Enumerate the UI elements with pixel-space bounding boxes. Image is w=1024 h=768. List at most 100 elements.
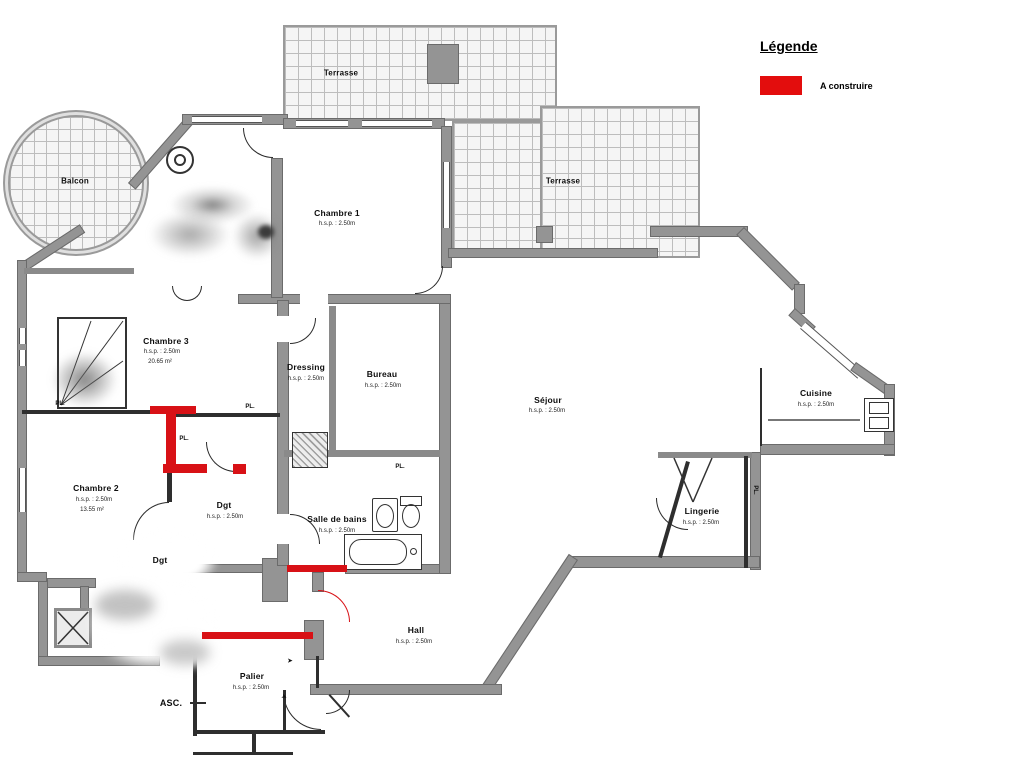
water-heater-lines [673, 457, 713, 503]
wall [448, 248, 658, 258]
room-sub-dressing: h.s.p. : 2.50m [287, 376, 325, 382]
room-label-chambre-3: Chambre 3 [143, 336, 189, 346]
construction-wall [202, 632, 313, 639]
room-sub-chambre-1: h.s.p. : 2.50m [318, 221, 356, 227]
entry-pillar [304, 620, 324, 660]
room-sub-cuisine: h.s.p. : 2.50m [797, 402, 835, 408]
room-label-asc: ASC. [159, 698, 183, 708]
kitchen-sink-basin [869, 402, 889, 414]
half-round-step [172, 286, 202, 301]
wall-thin [744, 456, 748, 568]
wall-thin [284, 450, 440, 457]
room-label-sejour: Séjour [534, 395, 562, 405]
terrace-post [536, 226, 553, 243]
closet-label: PL. [752, 485, 758, 495]
wall [568, 556, 760, 568]
window [19, 468, 26, 512]
construction-wall [163, 464, 207, 473]
room-sub-chambre-3: h.s.p. : 2.50m [143, 349, 181, 355]
wall [238, 294, 451, 304]
door-arc [415, 266, 443, 294]
room-sub-lingerie: h.s.p. : 2.50m [682, 520, 720, 526]
construction-wall [233, 464, 246, 474]
wall [312, 572, 324, 592]
room-label-hall: Hall [407, 625, 425, 635]
washbasin-bowl [376, 504, 394, 528]
wall [750, 452, 761, 570]
window [296, 120, 348, 127]
wall-thin [24, 268, 134, 274]
wall-thin [172, 413, 280, 417]
room-sub-bureau: h.s.p. : 2.50m [364, 383, 402, 389]
legend-title: Légende [760, 38, 818, 54]
ceiling-spot-icon [174, 154, 186, 166]
kitchen-counter-line [768, 419, 860, 421]
closet-label: PL. [55, 401, 65, 407]
blur-smudge [95, 590, 155, 620]
kitchen-edge-line [760, 368, 762, 446]
door-arc [206, 442, 236, 472]
stair-edge [193, 752, 293, 755]
toilet-bowl [402, 504, 420, 528]
window [362, 120, 432, 127]
door-gap [166, 502, 173, 542]
kitchen-sink-basin [869, 417, 889, 429]
terrace-pillar [427, 44, 459, 84]
window [443, 162, 450, 228]
room-area-chambre-3: 20.65 m² [148, 359, 172, 365]
room-label-salle-de-bains: Salle de bains [307, 514, 367, 524]
window [192, 116, 262, 123]
room-sub-palier: h.s.p. : 2.50m [232, 685, 270, 691]
direction-arrow-icon: ➤ [287, 658, 293, 665]
room-label-dressing: Dressing [287, 362, 325, 372]
blur-smudge [150, 615, 225, 670]
door-arc [243, 128, 273, 158]
wall-thin [167, 413, 172, 567]
construction-wall [166, 406, 176, 472]
door-gap [276, 316, 290, 342]
blur-smudge [52, 352, 117, 407]
window [19, 328, 26, 344]
stair-edge [252, 734, 256, 754]
room-label-bureau: Bureau [366, 369, 398, 379]
bathtub-drain [410, 548, 417, 555]
room-label-terrasse-top: Terrasse [323, 68, 359, 78]
closet-label: PL. [395, 464, 405, 470]
wall [310, 684, 502, 695]
door-leaf [283, 690, 286, 730]
blur-smudge [258, 225, 274, 239]
legend: Légende A construire [760, 38, 990, 95]
door-arc [290, 318, 316, 344]
wall [482, 553, 578, 691]
wall-thin [193, 638, 197, 736]
room-label-dgt: Dgt [216, 500, 232, 510]
door-arc [283, 692, 321, 730]
legend-item-label: A construire [820, 80, 873, 91]
wall [760, 444, 895, 455]
wall [439, 300, 451, 574]
closet-label: PL. [245, 404, 255, 410]
elevator-x-icon [57, 611, 89, 645]
room-sub-sejour: h.s.p. : 2.50m [528, 408, 566, 414]
room-sub-hall: h.s.p. : 2.50m [395, 639, 433, 645]
wall-thin [193, 730, 325, 734]
wall [736, 227, 800, 291]
room-sub-chambre-2: h.s.p. : 2.50m [75, 497, 113, 503]
wall-thin [316, 656, 319, 688]
ceiling-spot-icon [166, 146, 194, 174]
wall [650, 226, 748, 237]
legend-row: A construire [760, 76, 990, 95]
terrace-top-area [283, 25, 557, 121]
construction-wall [287, 565, 347, 572]
closet-label: PL. [179, 436, 189, 442]
room-label-terrasse-right: Terrasse [545, 176, 581, 186]
room-area-chambre-2: 13.55 m² [80, 507, 104, 513]
bath-cabinet [292, 432, 328, 468]
room-sub-salle-de-bains: h.s.p. : 2.50m [318, 528, 356, 534]
room-label-dgt-2: Dgt [152, 555, 168, 565]
blur-smudge [160, 640, 210, 665]
wall-tick [190, 702, 206, 704]
room-label-chambre-2: Chambre 2 [73, 483, 119, 493]
blur-smudge [150, 212, 230, 257]
